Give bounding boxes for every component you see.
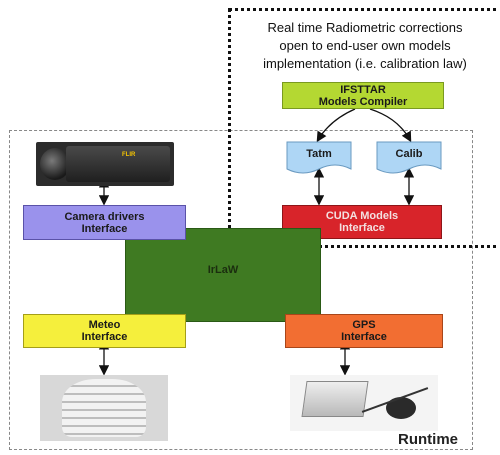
cuda-line-1: CUDA Models (325, 210, 399, 222)
compiler-line-1: IFSTTAR (340, 83, 386, 96)
compiler-line-2: Models Compiler (318, 95, 408, 108)
arrow-compiler-tatm (316, 108, 356, 143)
models-compiler-box: IFSTTAR Models Compiler (282, 82, 444, 109)
calib-label: Calib (395, 148, 423, 160)
caption-line-2: open to end-user own models (279, 38, 451, 53)
camera-brand-label: FLIR (122, 152, 136, 158)
gps-interface-box: GPS Interface (285, 314, 443, 348)
gps-receiver-image (290, 375, 438, 431)
meteo-interface-box: Meteo Interface (23, 314, 186, 348)
runtime-region (9, 130, 473, 450)
camera-lens (40, 148, 70, 180)
gps-antenna (386, 397, 416, 419)
meteo-line-2: Interface (81, 331, 128, 343)
sensor-shield (62, 379, 146, 437)
cuda-line-2: Interface (339, 222, 385, 234)
gps-line-2: Interface (341, 331, 387, 343)
thermal-camera-image: FLIR (36, 142, 174, 186)
meteo-line-1: Meteo (88, 319, 121, 331)
camera-drivers-line-1: Camera drivers (64, 210, 145, 223)
camera-drivers-line-2: Interface (81, 222, 128, 235)
meteo-sensor-image (40, 375, 168, 441)
irlaw-label: IrLaW (207, 264, 239, 276)
realtime-region (228, 8, 500, 248)
realtime-caption: Real time Radiometric corrections open t… (234, 19, 496, 73)
calib-document-shape (376, 141, 442, 174)
caption-line-3: implementation (i.e. calibration law) (263, 56, 467, 71)
irlaw-box: IrLaW (125, 228, 321, 322)
arrow-compiler-calib (369, 108, 412, 143)
gps-line-1: GPS (352, 319, 376, 331)
tatm-document-shape (286, 141, 352, 174)
camera-drivers-interface-box: Camera drivers Interface (23, 205, 186, 240)
runtime-label: Runtime (398, 431, 458, 448)
gps-device (301, 381, 369, 417)
caption-line-1: Real time Radiometric corrections (267, 20, 463, 35)
tatm-label: Tatm (306, 148, 332, 160)
camera-body (66, 146, 170, 182)
